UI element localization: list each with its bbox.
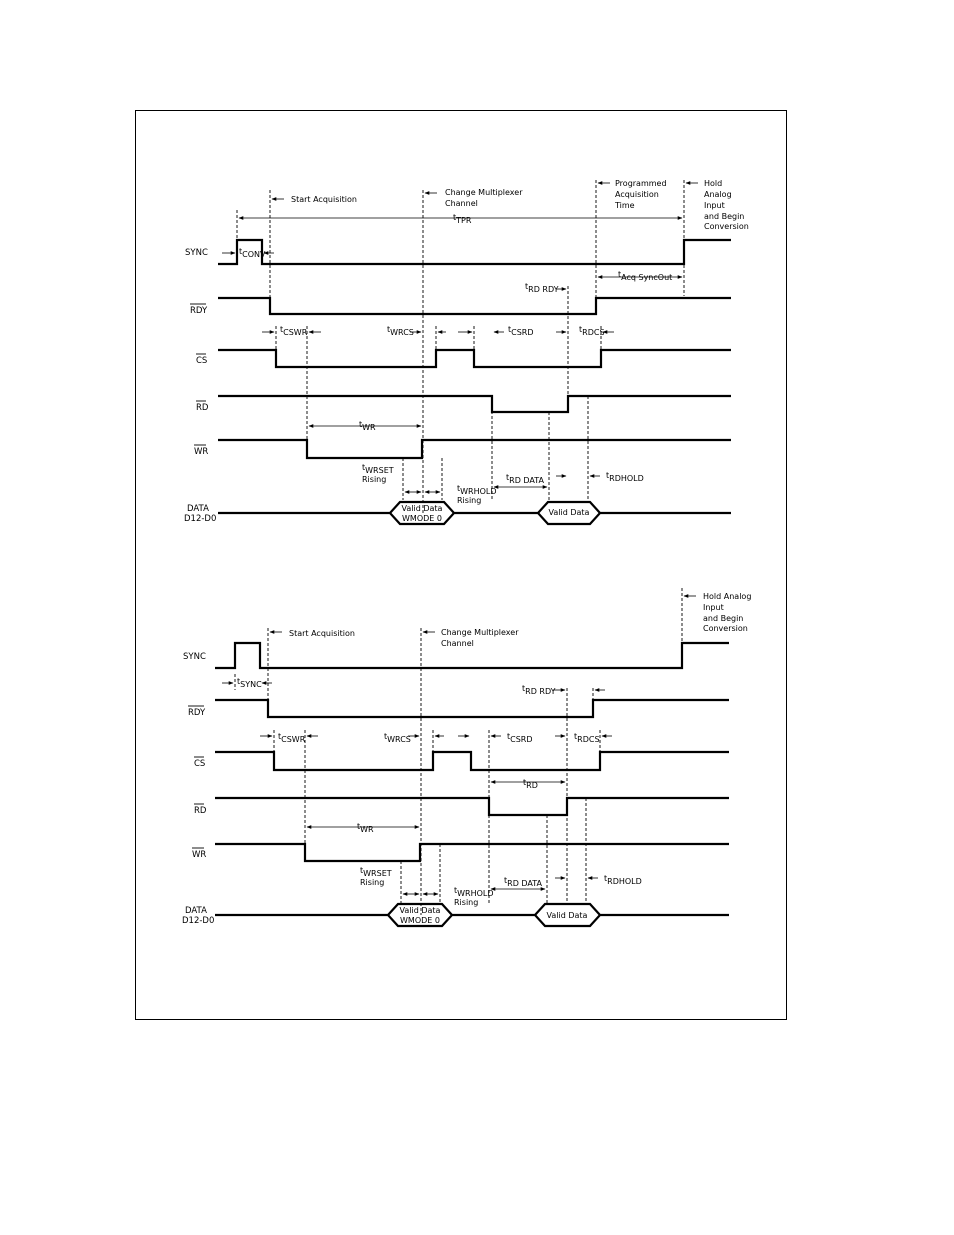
timing-trdcs-1: tRDCS [579, 325, 605, 337]
text-hold-b-1: Analog [704, 190, 732, 199]
timing-twrcs-2: tWRCS [384, 732, 411, 744]
label-wr-1: WR [194, 447, 208, 457]
text-wmode-1: WMODE 0 [402, 514, 442, 523]
wave-cs-1 [218, 348, 731, 369]
text-rising-a-2: Rising [360, 878, 384, 887]
timing-tcswr-1: tCSWR [280, 325, 308, 337]
timing-trdcs-2: tRDCS [574, 732, 600, 744]
label-rdy-2: RDY [188, 708, 206, 718]
text-programmed-c-1: Time [614, 201, 635, 210]
wave-wr-2 [215, 842, 729, 863]
text-conversion-2: Conversion [703, 624, 748, 633]
label-rdy-1: RDY [190, 306, 208, 316]
wave-rd-2 [215, 796, 729, 817]
timing-tcsrd-2: tCSRD [507, 732, 533, 744]
timing-ttpr-1: tTPR [453, 213, 472, 225]
timing-diagram-2: SYNC RDY CS RD WR DATA D12-D0 [182, 588, 751, 928]
label-cs-1: CS [196, 356, 207, 366]
label-data-2: DATA [185, 906, 207, 916]
timing-tconv-1: tCONV [239, 247, 266, 259]
label-data-1: DATA [187, 504, 209, 514]
text-hold-a-1: Hold [704, 179, 722, 188]
text-rising-b-2: Rising [454, 898, 478, 907]
text-and-begin-2: and Begin [703, 614, 743, 623]
wave-sync-1 [218, 238, 731, 266]
timing-trddata-1: tRD DATA [506, 473, 545, 485]
label-sync-1: SYNC [185, 248, 208, 258]
text-valid-data-b-1: Valid Data [549, 508, 590, 517]
timing-twrhold-2: tWRHOLD [454, 886, 494, 898]
timing-trd-rdy-2: tRD RDY [522, 684, 556, 696]
text-hold-d-1: and Begin [704, 212, 744, 221]
timing-diagram-1: SYNC RDY CS RD WR DATA D12-D0 [184, 179, 749, 526]
wave-sync-2 [215, 641, 729, 670]
text-rising-a-1: Rising [362, 475, 386, 484]
timing-trdhold-2: tRDHOLD [604, 874, 642, 886]
timing-trddata-2: tRD DATA [504, 876, 543, 888]
label-cs-2: CS [194, 759, 205, 769]
label-rd-2: RD [194, 806, 207, 816]
wave-cs-2 [215, 750, 729, 772]
text-programmed-a-1: Programmed [615, 179, 667, 188]
timing-trdhold-1: tRDHOLD [606, 471, 644, 483]
text-programmed-b-1: Acquisition [615, 190, 659, 199]
text-change-mux-b-1: Channel [445, 199, 478, 208]
timing-tsync-2: tSYNC [237, 677, 262, 689]
text-hold-e-1: Conversion [704, 222, 749, 231]
text-hold-c-1: Input [704, 201, 725, 210]
label-d12-d0-2: D12-D0 [182, 916, 214, 926]
label-sync-2: SYNC [183, 652, 206, 662]
wave-rdy-1 [218, 296, 731, 316]
text-valid-data-a-1: Valid Data [402, 504, 443, 513]
text-valid-data-a-2: Valid Data [400, 906, 441, 915]
timing-tacq-syncout-1: tAcq SyncOut [618, 270, 672, 282]
text-change-mux-b-2: Channel [441, 639, 474, 648]
timing-trd-rdy-1: tRD RDY [525, 282, 559, 294]
timing-twrset-1: tWRSET [362, 463, 394, 475]
timing-tcswr-2: tCSWR [278, 732, 306, 744]
wave-wr-1 [218, 438, 731, 460]
wave-rdy-2 [215, 698, 729, 719]
text-change-mux-a-2: Change Multiplexer [441, 628, 519, 637]
label-wr-2: WR [192, 850, 206, 860]
diagram-frame [135, 110, 787, 1020]
wave-rd-1 [218, 394, 731, 414]
timing-twrhold-1: tWRHOLD [457, 484, 497, 496]
text-wmode-2: WMODE 0 [400, 916, 440, 925]
timing-tcsrd-1: tCSRD [508, 325, 534, 337]
wave-data-1 [218, 500, 731, 526]
label-d12-d0-1: D12-D0 [184, 514, 216, 524]
timing-twrcs-1: tWRCS [387, 325, 414, 337]
text-hold-analog-2: Hold Analog [703, 592, 751, 601]
wave-data-2 [215, 902, 729, 928]
timing-twr-1: tWR [359, 420, 376, 432]
timing-trd-2: tRD [523, 778, 538, 790]
text-start-acq-2: Start Acquisition [289, 629, 355, 638]
timing-twrset-2: tWRSET [360, 866, 392, 878]
text-valid-data-b-2: Valid Data [547, 911, 588, 920]
label-rd-1: RD [196, 403, 209, 413]
text-start-acq-1: Start Acquisition [291, 195, 357, 204]
text-change-mux-a-1: Change Multiplexer [445, 188, 523, 197]
text-input-2: Input [703, 603, 724, 612]
text-rising-b-1: Rising [457, 496, 481, 505]
timing-twr-2: tWR [357, 822, 374, 834]
